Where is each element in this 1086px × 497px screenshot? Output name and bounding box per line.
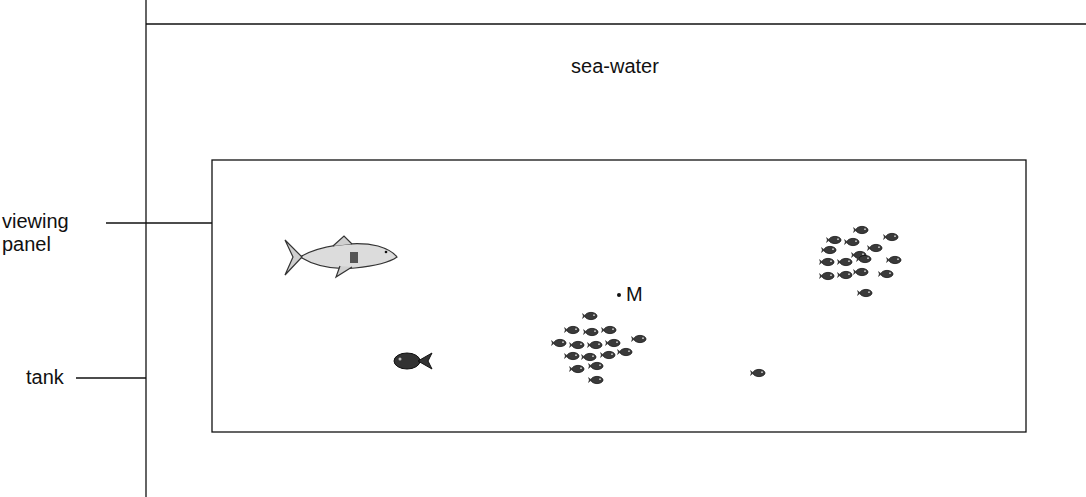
leader-line xyxy=(76,377,146,378)
small-fish xyxy=(588,362,603,369)
small-fish xyxy=(581,353,596,360)
point-label: M xyxy=(626,283,643,306)
small-fish xyxy=(631,335,646,342)
small-fish xyxy=(821,246,836,253)
point-marker xyxy=(617,293,621,297)
small-fish xyxy=(551,339,566,346)
tank-top xyxy=(146,23,1086,24)
small-fish xyxy=(617,348,632,355)
leader-line xyxy=(106,222,212,223)
small-fish xyxy=(601,326,616,333)
viewing-panel-outline xyxy=(212,160,1026,432)
small-fish xyxy=(819,258,834,265)
small-fish xyxy=(819,272,834,279)
small-fish xyxy=(588,376,603,383)
part-label: viewing panel xyxy=(2,210,82,256)
small-fish xyxy=(569,341,584,348)
small-fish xyxy=(605,339,620,346)
fish-figure xyxy=(394,353,432,369)
small-fish xyxy=(883,233,898,240)
small-fish xyxy=(853,226,868,233)
small-fish xyxy=(878,270,893,277)
small-fish xyxy=(867,244,882,251)
tank-wall xyxy=(145,0,146,497)
small-fish xyxy=(826,236,841,243)
small-fish xyxy=(844,238,859,245)
small-fish xyxy=(583,328,598,335)
small-fish xyxy=(886,256,901,263)
small-fish xyxy=(587,341,602,348)
small-fish xyxy=(564,326,579,333)
small-fish xyxy=(837,271,852,278)
shark-figure xyxy=(285,236,397,277)
fish-school xyxy=(551,226,901,383)
part-label: tank xyxy=(26,366,64,389)
small-fish xyxy=(857,289,872,296)
region-label: sea-water xyxy=(571,55,659,78)
small-fish xyxy=(582,312,597,319)
small-fish xyxy=(853,268,868,275)
small-fish xyxy=(569,365,584,372)
small-fish xyxy=(856,255,871,262)
small-fish xyxy=(837,258,852,265)
small-fish xyxy=(564,352,579,359)
small-fish xyxy=(750,369,765,376)
small-fish xyxy=(600,351,615,358)
